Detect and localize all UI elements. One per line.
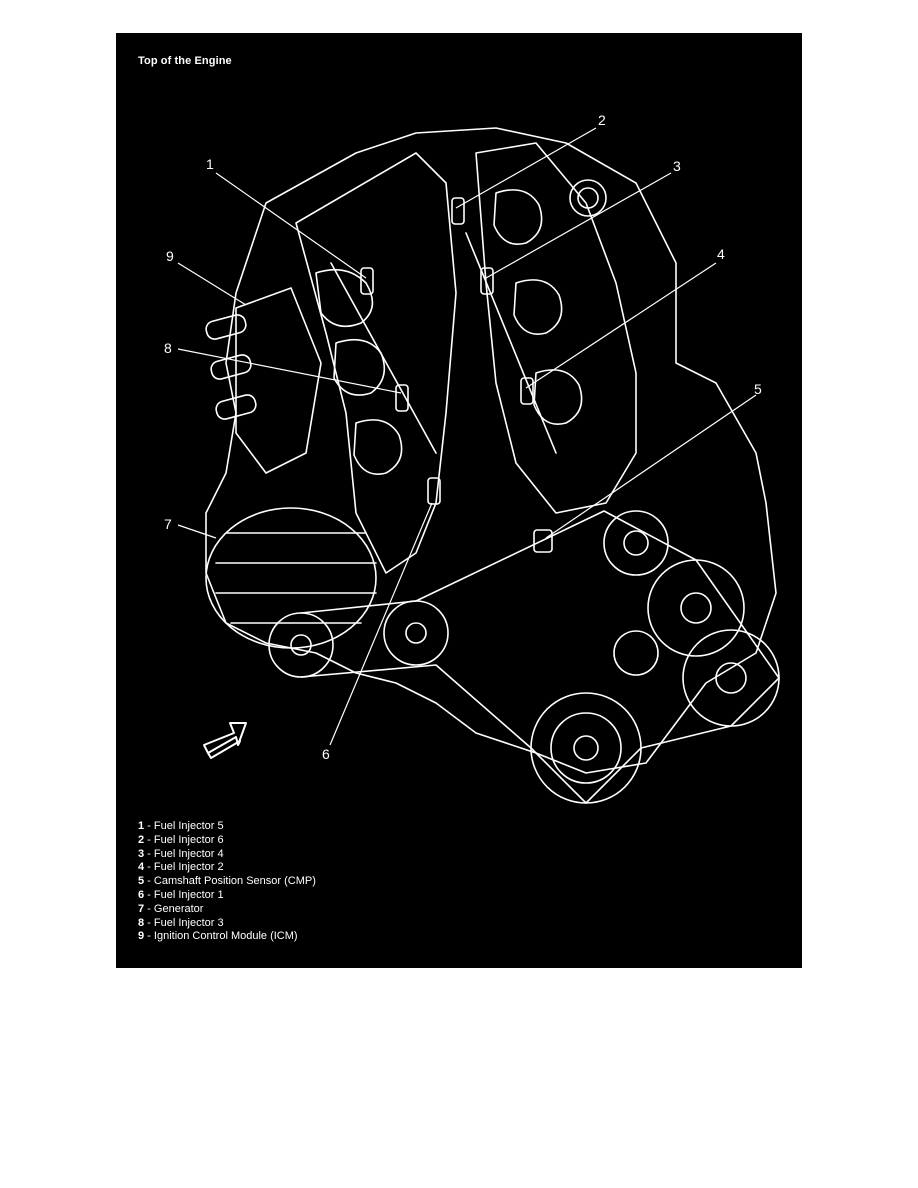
engine-outline — [205, 127, 777, 774]
callout-number-4: 4 — [717, 246, 725, 262]
injector-3-body — [480, 267, 494, 295]
leader-8 — [177, 348, 402, 394]
fuel-rail-left — [330, 262, 437, 454]
injector-1-body — [360, 267, 374, 295]
intake-runner-4 — [493, 189, 543, 245]
leader-7 — [177, 524, 217, 539]
callout-number-7: 7 — [164, 516, 172, 532]
ac-compressor — [682, 629, 780, 727]
left-cylinder-head — [295, 152, 457, 574]
leader-3 — [485, 172, 672, 279]
injector-4-body — [520, 377, 534, 405]
intake-runner-3 — [353, 419, 403, 475]
leader-2 — [455, 127, 597, 209]
intake-runner-5 — [513, 279, 563, 335]
legend-item-6: 6 - Fuel Injector 1 — [138, 888, 224, 901]
fuel-rail-right — [465, 232, 557, 454]
camshaft-position-sensor — [533, 529, 553, 553]
legend-item-7: 7 - Generator — [138, 902, 204, 915]
legend-item-5: 5 - Camshaft Position Sensor (CMP) — [138, 875, 316, 888]
callout-number-1: 1 — [206, 156, 214, 172]
callout-number-6: 6 — [322, 746, 330, 762]
callout-legend: 1 - Fuel Injector 5 2 - Fuel Injector 6 … — [138, 820, 316, 944]
intake-runner-6 — [533, 369, 583, 425]
engine-illustration: 1 2 3 4 5 6 7 8 9 — [164, 112, 780, 804]
injector-2-body — [451, 197, 465, 225]
engine-figure: Top of the Engine — [116, 33, 802, 968]
callout-number-9: 9 — [166, 248, 174, 264]
legend-item-8: 8 - Fuel Injector 3 — [138, 916, 224, 929]
legend-item-9: 9 - Ignition Control Module (ICM) — [138, 930, 298, 943]
idler-pulley-1 — [383, 600, 449, 666]
front-direction-arrow-icon — [203, 722, 247, 759]
figure-title: Top of the Engine — [138, 55, 232, 67]
leader-1 — [215, 172, 367, 279]
ignition-control-module — [235, 287, 322, 474]
callout-number-2: 2 — [598, 112, 606, 128]
callout-number-5: 5 — [754, 381, 762, 397]
injector-6-body — [427, 477, 441, 505]
intake-runner-1 — [315, 268, 374, 328]
generator-body — [205, 507, 377, 649]
callout-number-3: 3 — [673, 158, 681, 174]
right-cylinder-head — [475, 142, 637, 514]
oil-fill-cap — [569, 179, 607, 217]
leader-4 — [525, 262, 717, 389]
intake-runner-2 — [333, 338, 386, 396]
leader-6 — [329, 502, 433, 746]
leader-5 — [545, 394, 757, 539]
legend-item-4: 4 - Fuel Injector 2 — [138, 861, 224, 874]
crankshaft-balancer — [530, 692, 642, 804]
tensioner-pulley — [603, 510, 669, 576]
callout-number-8: 8 — [164, 340, 172, 356]
legend-item-2: 2 - Fuel Injector 6 — [138, 833, 224, 846]
drive-belt — [300, 510, 780, 804]
injector-5-body — [395, 384, 409, 412]
idler-pulley-2 — [613, 630, 659, 676]
legend-item-1: 1 - Fuel Injector 5 — [138, 820, 224, 832]
leader-9 — [177, 262, 247, 306]
legend-item-3: 3 - Fuel Injector 4 — [138, 847, 224, 860]
